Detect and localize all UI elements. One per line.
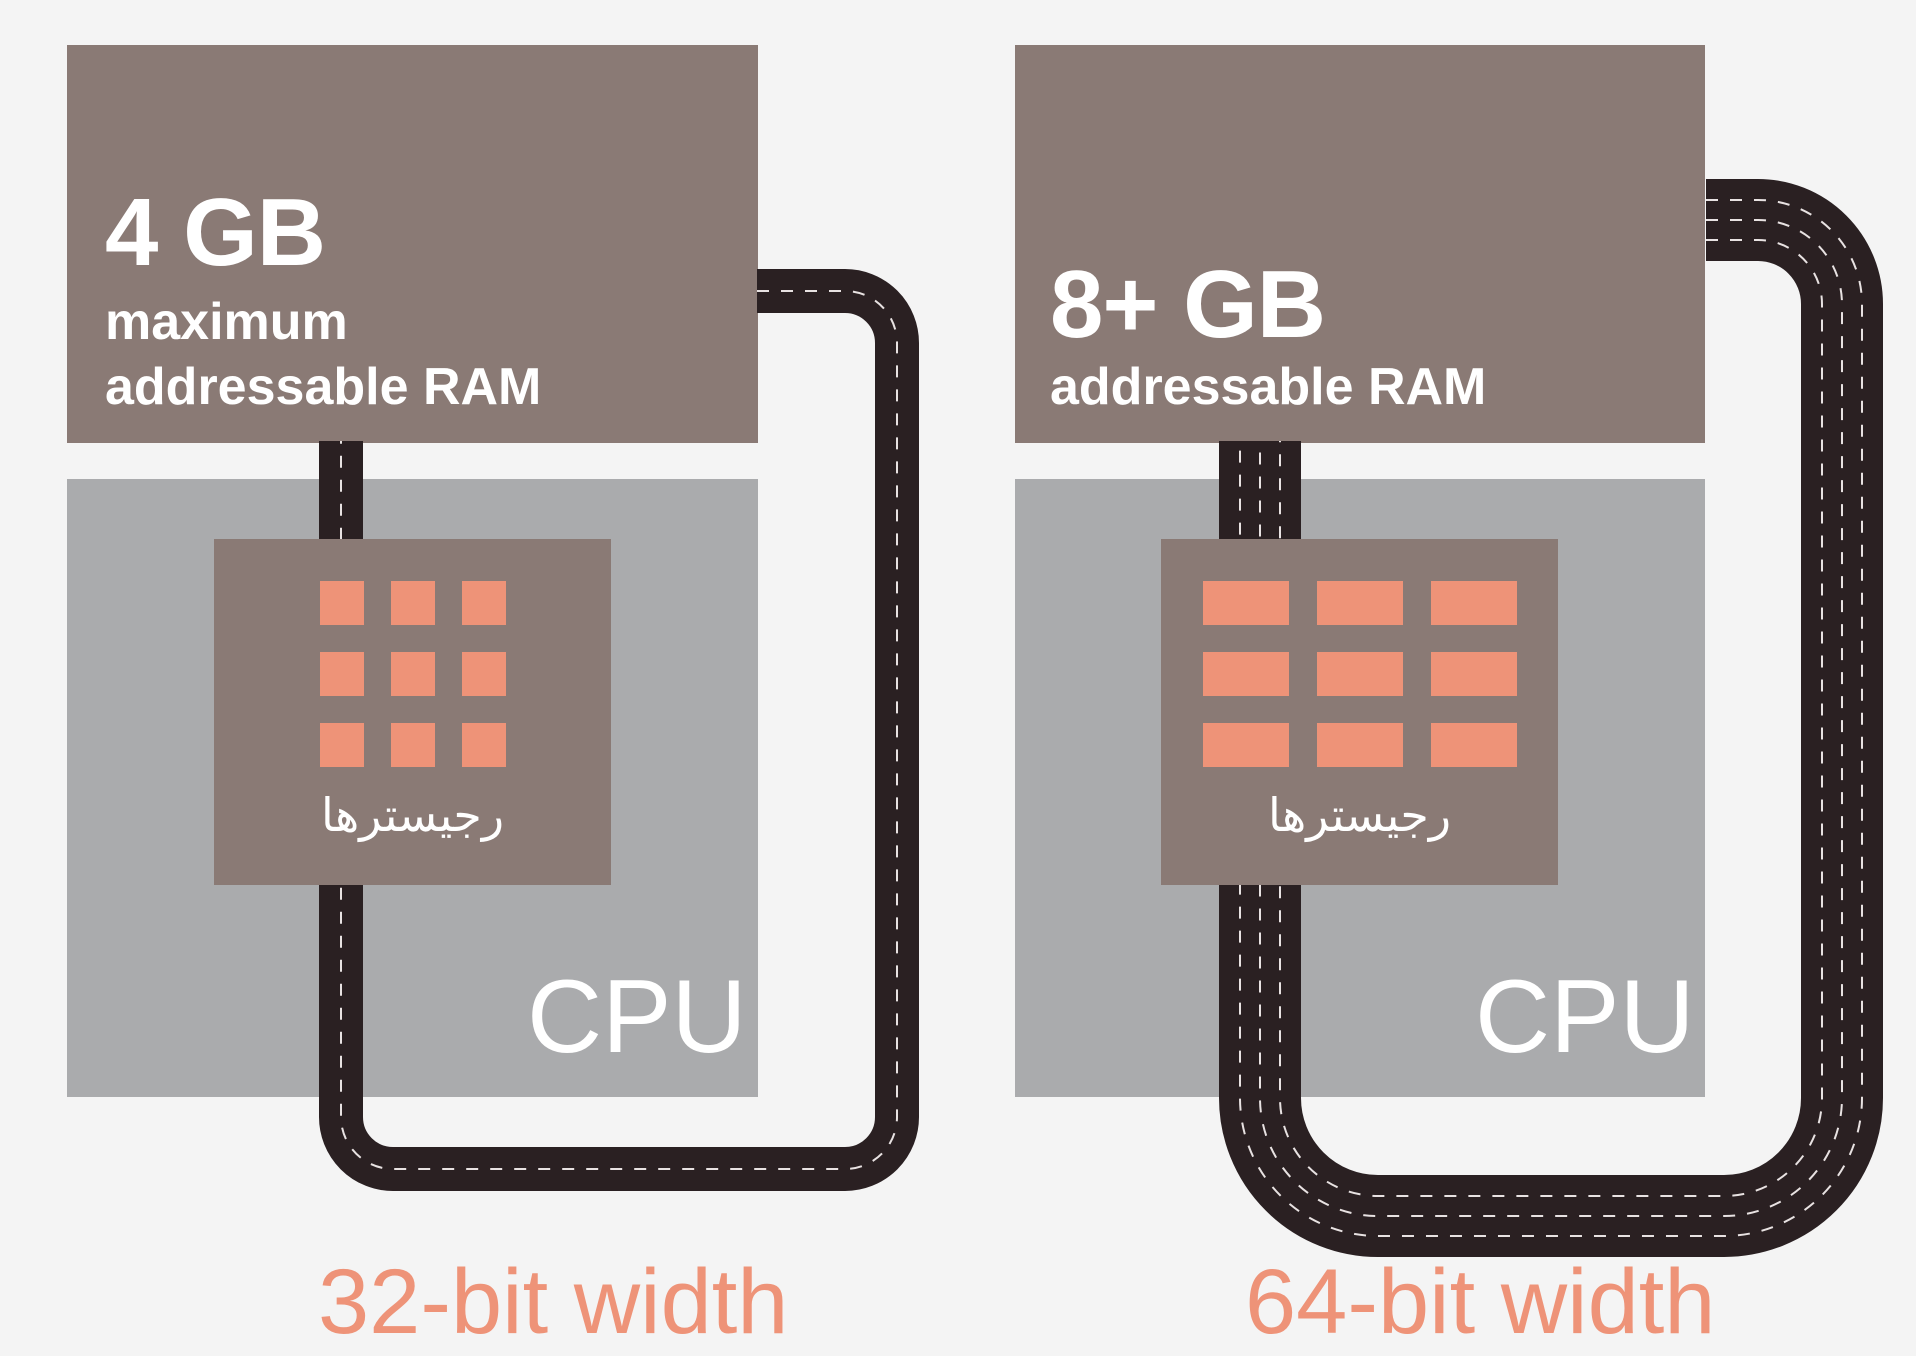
ram-block-64bit: 8+ GB addressable RAM xyxy=(1015,45,1705,443)
register-cell xyxy=(1317,723,1403,767)
ram-description-line1: maximum xyxy=(105,293,348,351)
bus-width-label-64bit: 64-bit width xyxy=(1245,1251,1716,1353)
register-cell xyxy=(391,581,435,625)
register-cell xyxy=(1431,723,1517,767)
bus-width-label-32bit: 32-bit width xyxy=(318,1251,789,1353)
registers-block-64bit: رجیسترها xyxy=(1161,539,1558,885)
register-cell xyxy=(320,723,364,767)
ram-amount: 8+ GB xyxy=(1050,251,1326,358)
register-cell xyxy=(462,581,506,625)
register-cell xyxy=(462,652,506,696)
registers-label: رجیسترها xyxy=(320,788,505,842)
register-cell xyxy=(1317,581,1403,625)
register-cell xyxy=(1431,581,1517,625)
ram-description-line2: addressable RAM xyxy=(105,358,542,416)
cpu-label: CPU xyxy=(527,959,747,1075)
register-cell xyxy=(1203,652,1289,696)
register-cell xyxy=(1317,652,1403,696)
register-cell xyxy=(462,723,506,767)
ram-description-line1: addressable RAM xyxy=(1050,358,1487,416)
registers-label: رجیسترها xyxy=(1267,788,1452,842)
register-cell xyxy=(391,652,435,696)
register-cell xyxy=(1431,652,1517,696)
cpu-label: CPU xyxy=(1475,959,1695,1075)
register-cell xyxy=(391,723,435,767)
register-cell xyxy=(1203,581,1289,625)
register-cell xyxy=(1203,723,1289,767)
registers-block-32bit: رجیسترها xyxy=(214,539,611,885)
ram-amount: 4 GB xyxy=(105,179,326,286)
register-cell xyxy=(320,652,364,696)
register-cell xyxy=(320,581,364,625)
ram-block-32bit: 4 GB maximum addressable RAM xyxy=(67,45,758,443)
